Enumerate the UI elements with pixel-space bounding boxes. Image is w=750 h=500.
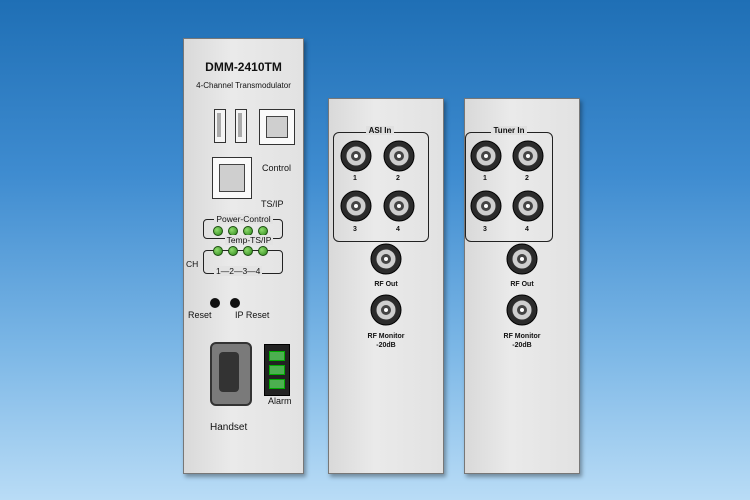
ip-reset-label: IP Reset — [235, 310, 270, 320]
asi-input-3-label: 3 — [353, 226, 357, 233]
power-control-label: Power-Control — [214, 214, 273, 224]
bnc-connector-rf-out[interactable] — [369, 242, 403, 276]
rj45-jack-icon — [219, 164, 245, 192]
ch-label: CH — [186, 259, 199, 269]
tuner-input-3-label: 3 — [483, 226, 487, 233]
rj45-jack-icon — [266, 116, 288, 138]
channel-number-labels: 1—2—3—4 — [214, 266, 263, 276]
channel-led-1 — [213, 246, 223, 256]
alarm-terminal-block[interactable] — [264, 344, 290, 396]
tuner-input-1-label: 1 — [483, 175, 487, 182]
bnc-connector-asi-2[interactable] — [382, 139, 416, 173]
bnc-connector-rf-monitor[interactable] — [505, 293, 539, 327]
tuner-input-panel: Tuner In 1 2 3 4 RF Out RF Monitor -20dB — [464, 98, 580, 474]
usb-port-1[interactable] — [214, 109, 226, 143]
power-led-1 — [213, 226, 223, 236]
terminal-pin-icon — [269, 365, 285, 375]
channel-led-2 — [228, 246, 238, 256]
bnc-connector-asi-1[interactable] — [339, 139, 373, 173]
asi-rf-monitor-level: -20dB — [376, 342, 396, 349]
control-port-label: Control — [262, 163, 292, 173]
handset-db9-connector[interactable] — [210, 342, 252, 406]
handset-label: Handset — [210, 422, 248, 433]
reset-button[interactable] — [210, 298, 220, 308]
tuner-in-label: Tuner In — [465, 126, 553, 135]
alarm-label: Alarm — [268, 396, 292, 406]
tuner-rf-out-label: RF Out — [510, 281, 534, 288]
usb-port-2[interactable] — [235, 109, 247, 143]
tuner-rf-monitor-label: RF Monitor — [503, 333, 541, 340]
asi-rf-out-label: RF Out — [374, 281, 398, 288]
db9-socket-icon — [219, 352, 239, 392]
tuner-rf-monitor-level: -20dB — [512, 342, 532, 349]
bnc-connector-tuner-3[interactable] — [469, 189, 503, 223]
transmodulator-module-panel: DMM-2410TM 4-Channel Transmodulator Cont… — [183, 38, 304, 474]
asi-input-1-label: 1 — [353, 175, 357, 182]
bnc-connector-tuner-1[interactable] — [469, 139, 503, 173]
ip-reset-button[interactable] — [230, 298, 240, 308]
tuner-input-2-label: 2 — [525, 175, 529, 182]
channel-led-3 — [243, 246, 253, 256]
bnc-connector-asi-4[interactable] — [382, 189, 416, 223]
tuner-input-4-label: 4 — [525, 226, 529, 233]
bnc-connector-tuner-4[interactable] — [511, 189, 545, 223]
bnc-connector-rf-monitor[interactable] — [369, 293, 403, 327]
bnc-connector-tuner-2[interactable] — [511, 139, 545, 173]
tsip-ethernet-port[interactable] — [212, 157, 252, 199]
tsip-port-label: TS/IP — [261, 199, 284, 209]
model-title: DMM-2410TM — [205, 60, 282, 74]
asi-input-2-label: 2 — [396, 175, 400, 182]
asi-input-panel: ASI In 1 2 3 4 RF Out RF Monitor -20dB — [328, 98, 444, 474]
bnc-connector-rf-out[interactable] — [505, 242, 539, 276]
asi-input-4-label: 4 — [396, 226, 400, 233]
asi-rf-monitor-label: RF Monitor — [367, 333, 405, 340]
terminal-pin-icon — [269, 379, 285, 389]
asi-in-label: ASI In — [329, 126, 431, 135]
terminal-pin-icon — [269, 351, 285, 361]
control-ethernet-port[interactable] — [259, 109, 295, 145]
reset-label: Reset — [188, 310, 212, 320]
channel-led-4 — [258, 246, 268, 256]
bnc-connector-asi-3[interactable] — [339, 189, 373, 223]
model-description: 4-Channel Transmodulator — [196, 81, 291, 90]
temp-tsip-label: Temp-TS/IP — [224, 235, 274, 245]
